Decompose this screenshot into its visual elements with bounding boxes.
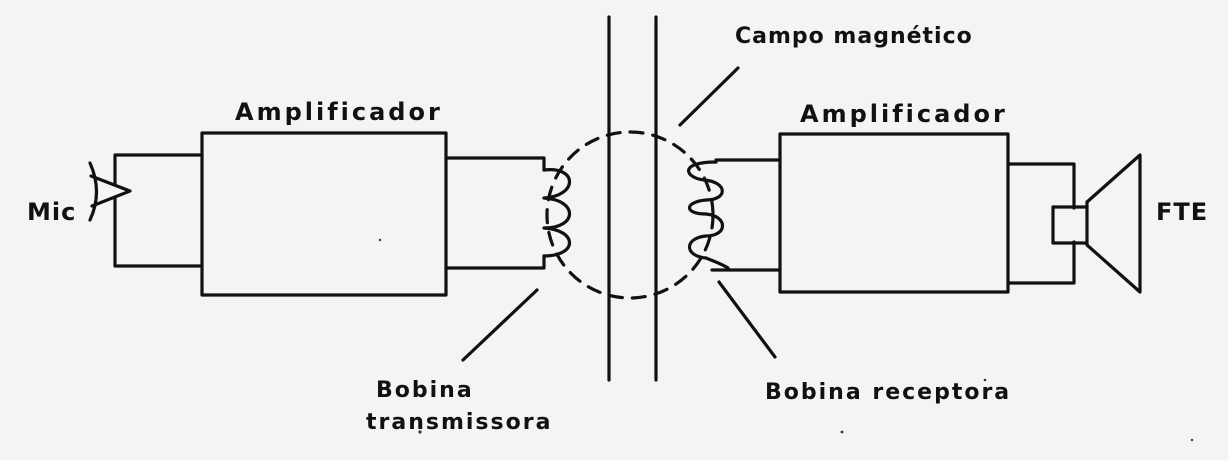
mic-wire-bottom	[113, 196, 204, 268]
label-amplificador-left: Amplificador	[235, 98, 443, 126]
leader-bobina-rx	[717, 280, 777, 359]
speaker-icon	[1051, 153, 1142, 294]
microphone-icon	[88, 161, 132, 222]
speaker-wire-top	[1006, 162, 1076, 210]
speaker-wire-bottom	[1006, 240, 1076, 285]
receive-coil	[687, 160, 730, 270]
amplifier-box-left	[200, 131, 448, 297]
amplifier-box-right	[778, 132, 1010, 294]
magnetic-field-circle	[545, 130, 715, 300]
transmit-wire-top	[444, 156, 546, 172]
scan-speckles	[378, 238, 1194, 442]
receive-wire-top	[714, 158, 782, 164]
transmit-wire-bottom	[444, 254, 546, 270]
label-mic: Mic	[27, 198, 77, 226]
label-bobina-receptora: Bobina receptora	[765, 380, 1012, 405]
transmit-coil	[542, 168, 572, 258]
label-bobina-transmissora-line1: Bobina	[376, 378, 474, 403]
label-bobina-transmissora-line2: transmissora	[366, 410, 553, 435]
label-fte: FTE	[1156, 198, 1209, 226]
leader-bobina-tx	[461, 288, 539, 362]
leader-campo	[678, 66, 740, 127]
mic-wire-top	[113, 153, 204, 187]
label-amplificador-right: Amplificador	[800, 100, 1008, 128]
label-campo-magnetico: Campo magnético	[735, 24, 973, 49]
